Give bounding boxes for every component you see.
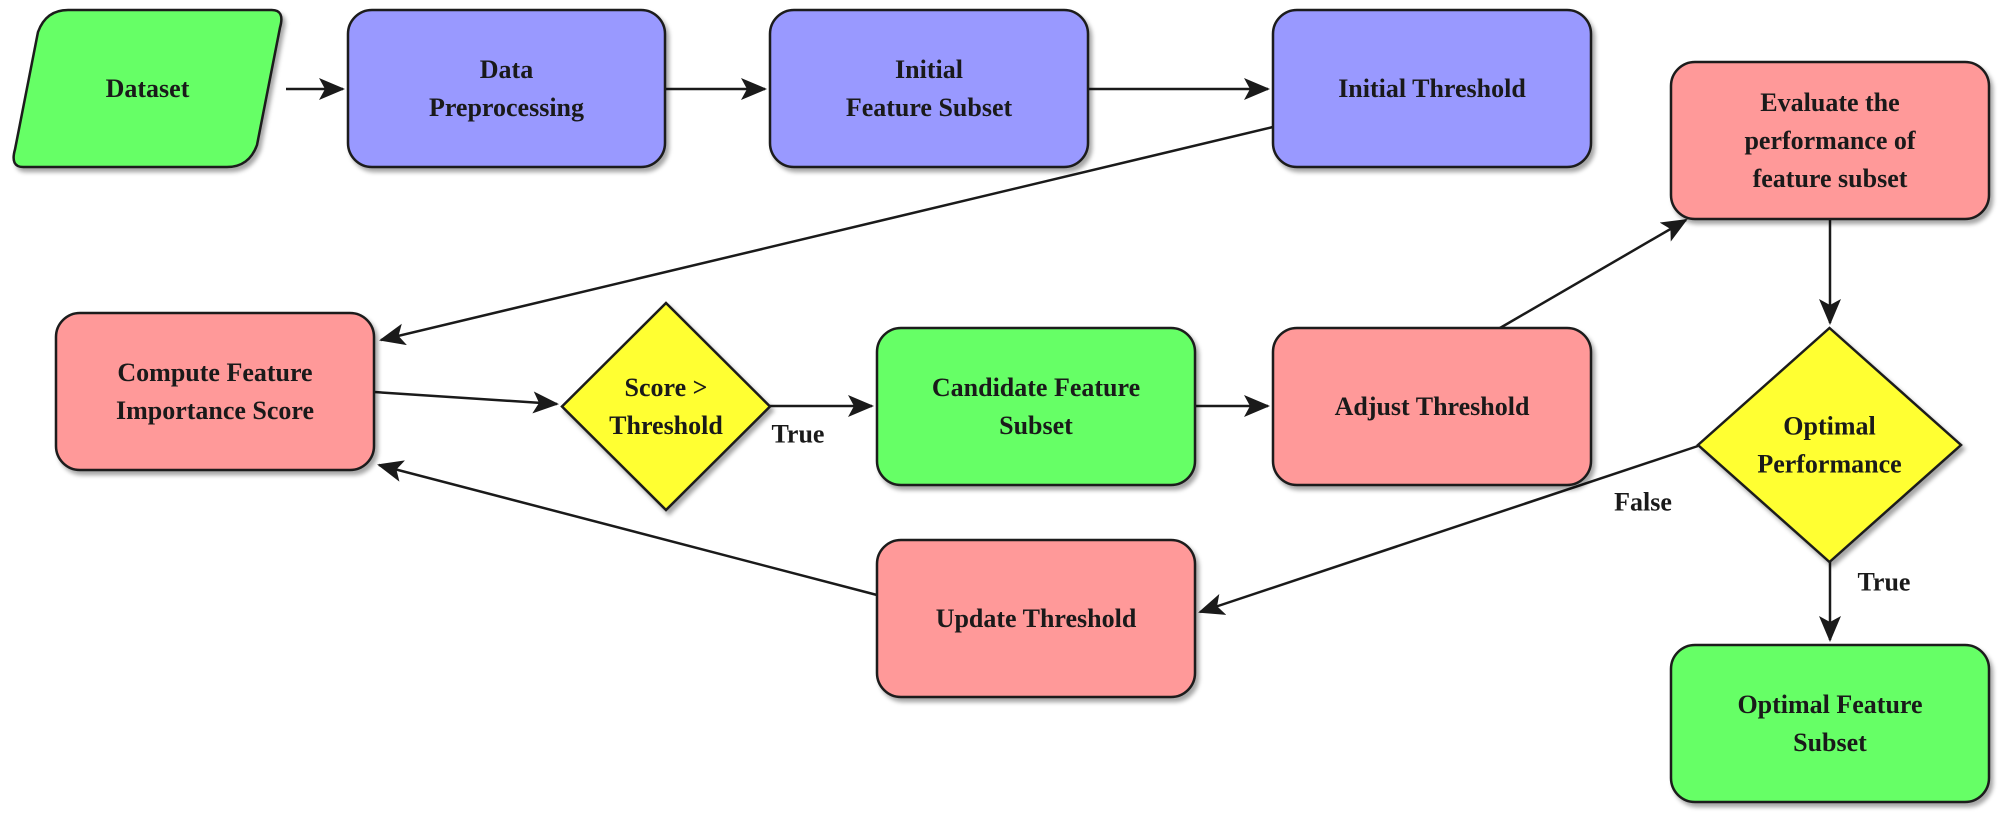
node-label-line: Candidate Feature bbox=[932, 373, 1140, 402]
node-label-line: Initial Threshold bbox=[1338, 74, 1526, 103]
edge-adjust-threshold-to-evaluate bbox=[1499, 218, 1688, 330]
node-shape bbox=[1271, 326, 1593, 487]
node-label-line: Feature Subset bbox=[846, 93, 1013, 122]
node-initial-threshold: Initial Threshold bbox=[1271, 8, 1593, 169]
node-shape bbox=[346, 8, 667, 169]
node-label-line: Evaluate the bbox=[1760, 88, 1899, 117]
node-label-line: Adjust Threshold bbox=[1335, 392, 1530, 421]
node-shape bbox=[875, 326, 1197, 487]
node-label-line: Importance Score bbox=[116, 396, 314, 425]
node-shape bbox=[560, 301, 772, 512]
node-label-line: Score > bbox=[625, 373, 708, 402]
node-shape bbox=[1696, 326, 1963, 564]
edge-update-threshold-to-compute-score bbox=[377, 460, 878, 597]
node-label-line: Compute Feature bbox=[117, 358, 312, 387]
node-adjust-threshold: Adjust Threshold bbox=[1271, 326, 1593, 487]
node-shape bbox=[768, 8, 1090, 169]
node-label-line: feature subset bbox=[1753, 164, 1908, 193]
node-label-line: performance of bbox=[1744, 126, 1915, 155]
node-shape bbox=[1271, 8, 1593, 169]
node-shape bbox=[875, 538, 1197, 699]
node-label-line: Dataset bbox=[106, 74, 190, 103]
node-label-line: Update Threshold bbox=[936, 604, 1137, 633]
node-dataset: Dataset bbox=[12, 8, 283, 169]
edge-label-true: True bbox=[772, 420, 825, 449]
node-label-line: Subset bbox=[999, 411, 1073, 440]
node-label-line: Subset bbox=[1793, 728, 1867, 757]
node-label-line: Preprocessing bbox=[429, 93, 584, 122]
edge-initial-threshold-to-compute-score bbox=[379, 125, 1274, 346]
edge-label-true: True bbox=[1858, 568, 1911, 597]
node-shape bbox=[1669, 60, 1991, 221]
node-shape bbox=[1669, 643, 1991, 804]
node-update-threshold: Update Threshold bbox=[875, 538, 1197, 699]
edge-optimal-decision-to-update-threshold bbox=[1198, 444, 1699, 615]
node-label-line: Performance bbox=[1757, 450, 1901, 479]
edge-label-false: False bbox=[1614, 488, 1672, 517]
node-shape bbox=[54, 311, 376, 472]
node-shape bbox=[12, 8, 283, 169]
node-label-line: Initial bbox=[895, 55, 963, 84]
node-label-line: Optimal Feature bbox=[1737, 690, 1922, 719]
node-label-line: Data bbox=[480, 55, 533, 84]
node-label-line: Threshold bbox=[609, 411, 723, 440]
node-label-line: Optimal bbox=[1783, 412, 1875, 441]
node-score-decision: Score > Threshold bbox=[560, 301, 772, 512]
edges-layer bbox=[286, 78, 1841, 642]
node-evaluate: Evaluate the performance of feature subset bbox=[1669, 60, 1991, 221]
edge-compute-score-to-score-decision bbox=[373, 390, 559, 414]
